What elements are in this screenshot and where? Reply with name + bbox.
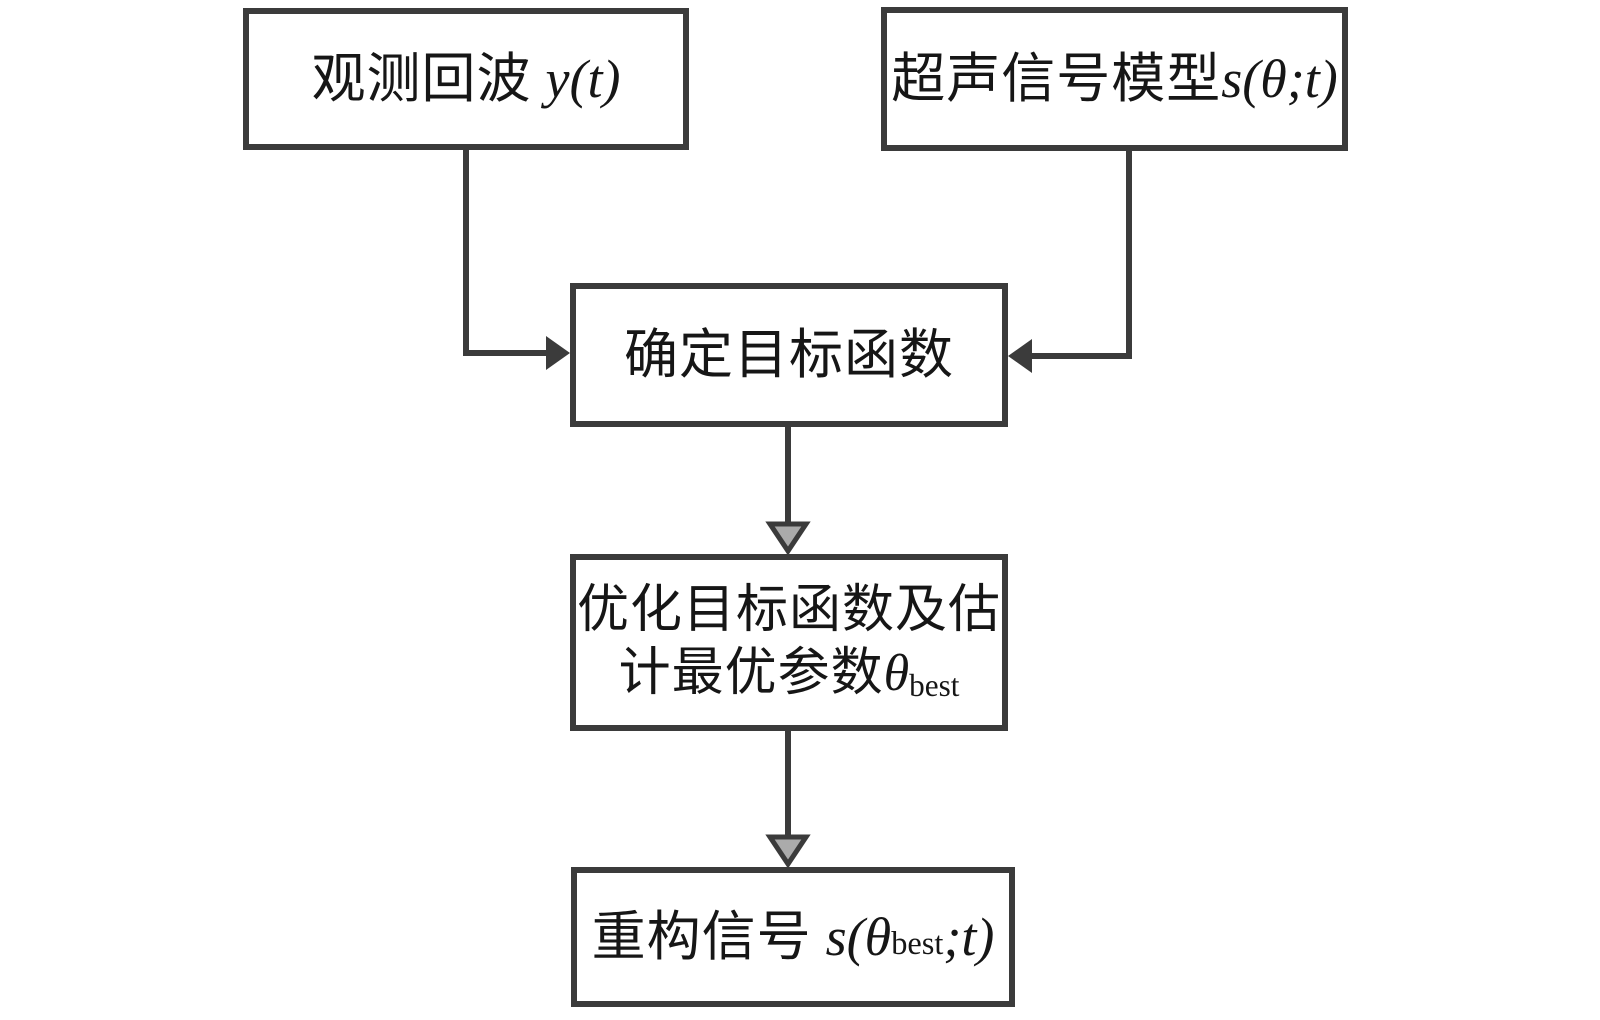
connector-model-to-objective <box>1030 149 1132 359</box>
theta-subscript-best: best <box>909 668 960 704</box>
theta-symbol: θ <box>883 644 910 702</box>
connector-observed-to-objective <box>463 148 548 356</box>
node-observed-echo-label: 观测回波 <box>311 48 532 109</box>
node-observed-echo-math: y(t) <box>545 48 621 109</box>
theta-subscript-best: best <box>891 925 944 962</box>
node-objective-function-label: 确定目标函数 <box>624 324 954 385</box>
node-reconstructed-signal-math-open: s(θ <box>825 906 892 967</box>
arrowhead-down-outlined-icon <box>765 521 811 556</box>
node-reconstructed-signal-math-close: ;t) <box>943 906 995 967</box>
node-reconstructed-signal-label: 重构信号 <box>591 906 812 967</box>
node-objective-function: 确定目标函数 <box>570 283 1008 427</box>
arrowhead-left-icon <box>1008 339 1032 373</box>
arrowhead-right-icon <box>546 336 570 370</box>
arrowhead-down-outlined-icon <box>765 834 811 869</box>
node-signal-model-math: s(θ;t) <box>1221 48 1338 109</box>
node-optimize-line2-label: 计最优参数 <box>618 644 884 702</box>
node-signal-model-label: 超声信号模型 <box>891 48 1222 109</box>
node-optimize-line1: 优化目标函数及估 <box>576 582 1001 640</box>
